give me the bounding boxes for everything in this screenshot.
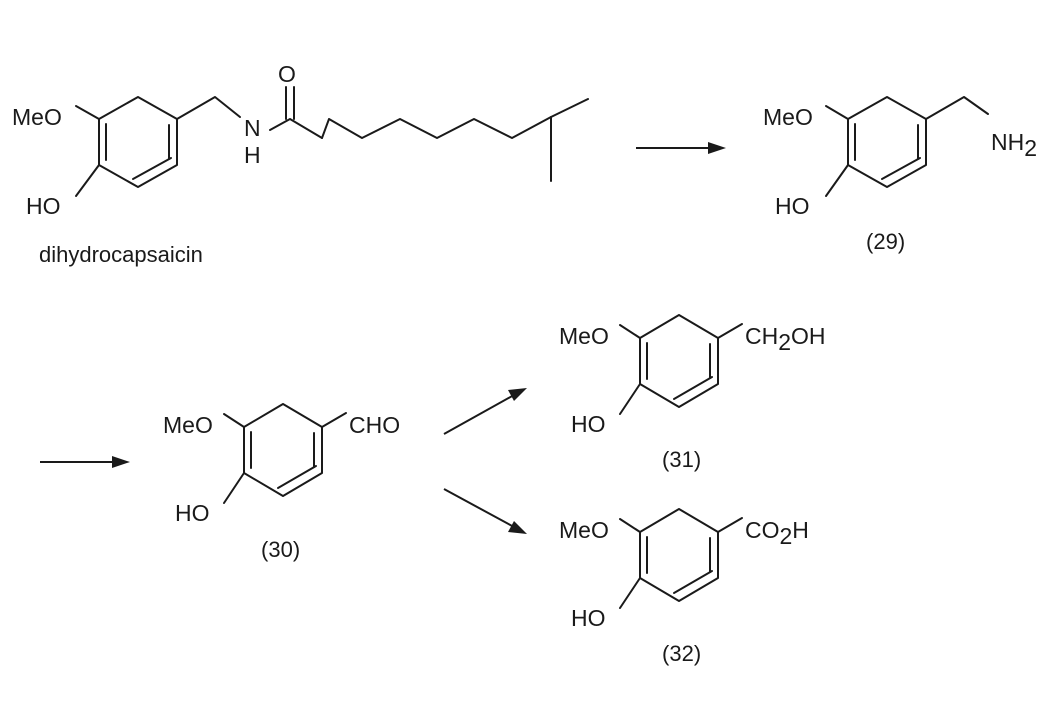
methoxy-bond: [75, 105, 100, 120]
aldehyde-label: CHO: [349, 412, 400, 438]
benzene-ring: [98, 96, 178, 188]
compound-29-structure: MeO HO NH2 (29): [763, 96, 1037, 254]
hydroxymethyl-bond: [717, 323, 743, 339]
aminomethyl-bond: [925, 96, 989, 120]
aromatic-double-bond: [132, 157, 172, 180]
hydroxyl-bond: [75, 164, 100, 197]
hydroxyl-label: HO: [775, 193, 810, 219]
methoxy-label: MeO: [559, 323, 609, 349]
hydroxyl-label: HO: [571, 605, 606, 631]
reaction-arrow: [443, 488, 527, 534]
dihydrocapsaicin-structure: MeO HO O N H dihydrocapsaicin: [12, 61, 589, 267]
amide-linkage: [269, 118, 323, 139]
benzene-ring: [847, 96, 927, 188]
amide-nitrogen-label: N: [244, 115, 261, 141]
aromatic-double-bond: [673, 570, 713, 594]
compound-31-structure: MeO HO CH2OH (31): [559, 314, 826, 472]
benzyl-chain: [176, 96, 241, 120]
alkyl-chain: [321, 98, 589, 139]
hydroxyl-label: HO: [175, 500, 210, 526]
benzene-ring: [639, 508, 719, 602]
methoxy-bond: [825, 105, 849, 120]
methoxy-label: MeO: [559, 517, 609, 543]
carboxyl-bond: [717, 517, 743, 533]
hydroxymethyl-label: CH2OH: [745, 323, 826, 355]
hydroxyl-label: HO: [571, 411, 606, 437]
amine-label: NH2: [991, 129, 1037, 161]
amide-hydrogen-label: H: [244, 142, 261, 168]
compound-name: dihydrocapsaicin: [39, 242, 203, 267]
hydroxyl-bond: [223, 472, 245, 504]
hydroxyl-bond: [825, 164, 849, 197]
hydroxyl-bond: [619, 577, 641, 609]
compound-30-label: (30): [261, 537, 300, 562]
aldehyde-bond: [321, 412, 347, 428]
reaction-arrow: [443, 388, 527, 435]
methoxy-bond: [619, 324, 641, 339]
hydroxyl-label: HO: [26, 193, 61, 219]
aromatic-double-bond: [673, 376, 713, 400]
methoxy-label: MeO: [763, 104, 813, 130]
compound-31-label: (31): [662, 447, 701, 472]
aromatic-double-bond: [881, 157, 921, 180]
hydroxyl-bond: [619, 383, 641, 415]
compound-32-structure: MeO HO CO2H (32): [559, 508, 809, 666]
benzene-ring: [243, 403, 323, 497]
methoxy-bond: [223, 413, 245, 428]
reaction-arrow: [40, 456, 130, 468]
methoxy-bond: [619, 518, 641, 533]
benzene-ring: [639, 314, 719, 408]
methoxy-label: MeO: [163, 412, 213, 438]
carboxyl-label: CO2H: [745, 517, 809, 549]
aromatic-double-bond: [277, 465, 317, 489]
reaction-arrow: [636, 142, 726, 154]
compound-32-label: (32): [662, 641, 701, 666]
compound-29-label: (29): [866, 229, 905, 254]
compound-30-structure: MeO HO CHO (30): [163, 403, 400, 562]
methoxy-label: MeO: [12, 104, 62, 130]
carbonyl-oxygen-label: O: [278, 61, 296, 87]
